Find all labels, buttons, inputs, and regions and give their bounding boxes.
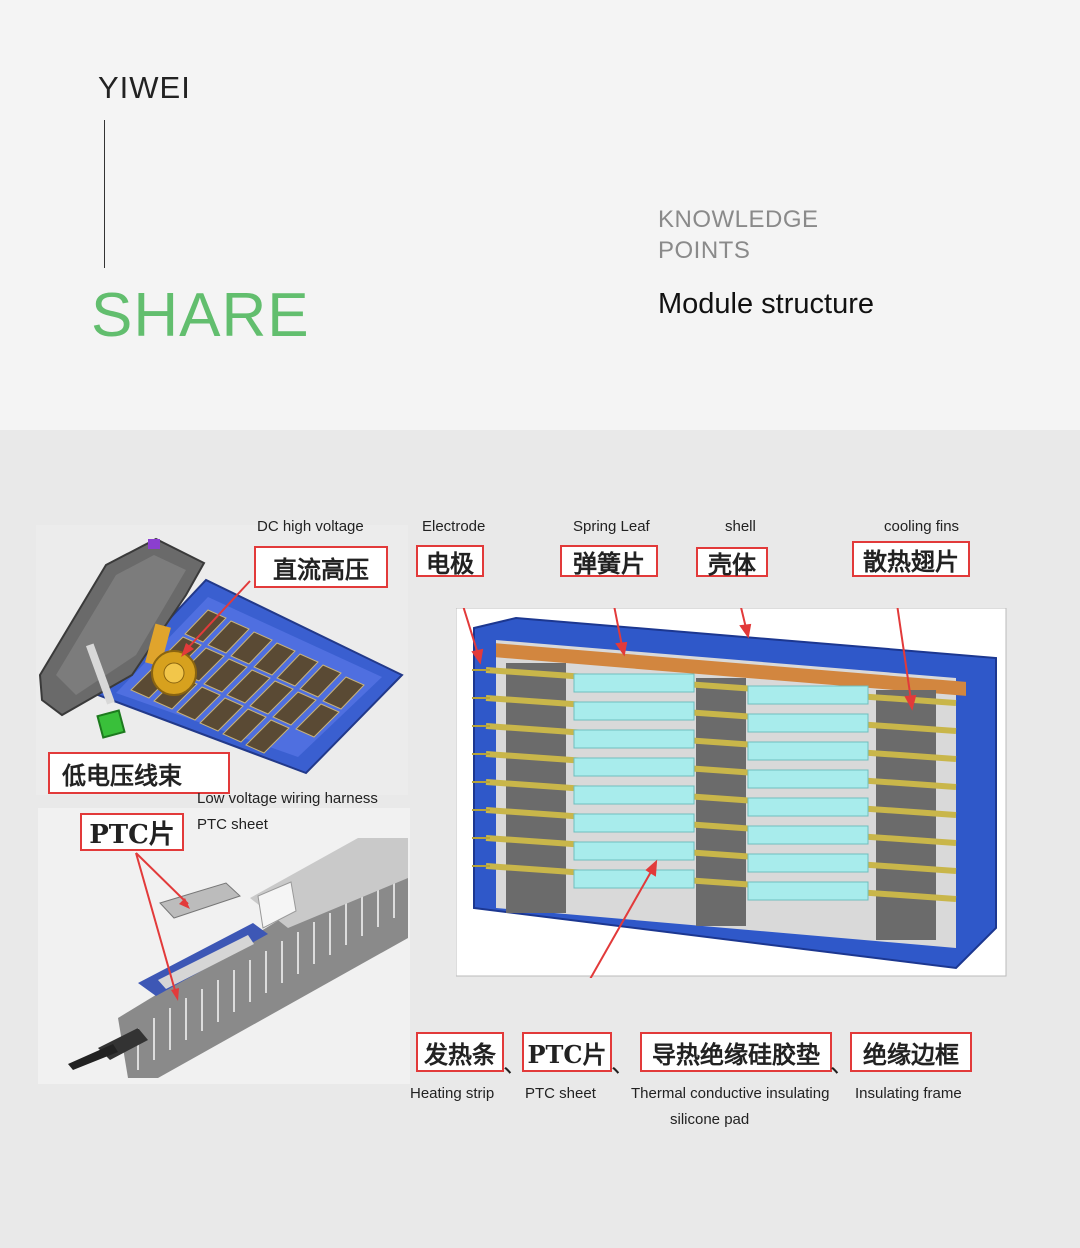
caption-ptc-sheet-left: PTC sheet [197,816,268,833]
caption-spring-leaf: Spring Leaf [573,518,650,535]
share-title: SHARE [91,281,310,350]
vertical-divider [104,120,105,268]
caption-shell: shell [725,518,756,535]
cn-label-shell: 壳体 [696,547,768,579]
caption-electrode: Electrode [422,518,486,535]
module-structure-title: Module structure [658,288,874,320]
caption-insulating-frame: Insulating frame [855,1085,962,1102]
leader-lines [462,608,917,978]
caption-low-voltage-harness: Low voltage wiring harness [197,790,378,807]
cn-label-insulating-frame: 绝缘边框 [850,1032,972,1072]
caption-heating-strip: Heating strip [410,1085,495,1102]
knowledge-line-1: KNOWLEDGE [658,206,819,233]
brand-name: YIWEI [98,70,191,105]
caption-cooling-fins: cooling fins [884,518,960,535]
cn-label-spring-leaf: 弹簧片 [560,545,658,578]
low-voltage-connector [96,709,126,739]
caption-ptc-sheet-bottom: PTC sheet [525,1085,596,1102]
high-voltage-terminal [145,623,197,696]
module-cross-section [456,608,1007,978]
pins [472,669,490,867]
caption-dc-high-voltage: DC high voltage [257,518,364,535]
cn-label-cooling-fins: 散热翅片 [852,541,970,577]
separator-2: 、 [611,1050,635,1078]
cn-label-heating-strip: 发热条 [416,1032,504,1072]
knowledge-line-2: POINTS [658,237,751,264]
cn-label-low-voltage-harness: 低电压线束 [48,752,230,794]
heating-strip-fins [68,838,408,1078]
cn-label-thermal-pad: 导热绝缘硅胶垫 [640,1032,832,1072]
cn-label-ptc-bottom: PTC片 [522,1032,612,1072]
knowledge-points-heading: KNOWLEDGE POINTS [658,204,819,266]
electrode-rows [485,667,957,902]
ptc-strip-illustration [38,808,410,1084]
caption-thermal-pad-line1: Thermal conductive insulating [631,1085,830,1102]
caption-thermal-pad-line2: silicone pad [670,1111,750,1128]
header-section: YIWEI SHARE KNOWLEDGE POINTS Module stru… [0,0,1080,430]
cn-label-ptc-left: PTC片 [80,813,184,851]
silicone-pads [573,673,869,901]
cn-label-electrode: 电极 [416,545,484,578]
cn-label-dc-high-voltage: 直流高压 [254,546,388,588]
connector-housing [38,537,206,717]
